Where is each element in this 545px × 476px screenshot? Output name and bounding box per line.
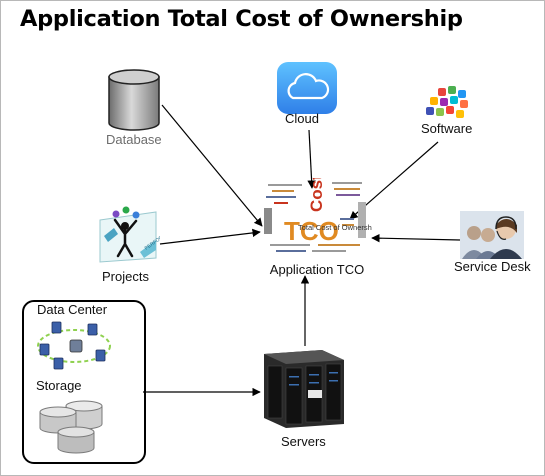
software-label: Software [421, 121, 473, 136]
data-center-icon [37, 321, 111, 370]
service-desk-icon [460, 211, 524, 259]
servers-icon [264, 350, 344, 428]
data-center-label: Data Center [37, 302, 108, 317]
diagram-title: Application Total Cost of Ownership [20, 6, 463, 32]
tco-node: Cost TCO Total Cost of Ownership [262, 174, 378, 265]
arrow-servicedesk-to-tco [371, 233, 461, 243]
projects-icon: PERFORMANCE [99, 206, 180, 263]
tco-big-word: TCO [284, 216, 339, 246]
cloud-icon [277, 62, 337, 114]
servers-label: Servers [281, 434, 326, 449]
software-node [424, 86, 472, 125]
storage-icon [39, 400, 103, 454]
storage-node [36, 398, 108, 461]
data-center-network [32, 318, 116, 379]
arrow-database-to-tco [161, 104, 263, 227]
software-icon [426, 86, 468, 118]
tco-side-word: Cost [307, 178, 326, 212]
database-label: Database [106, 132, 162, 147]
service-desk-node [460, 211, 524, 264]
cloud-label: Cloud [285, 111, 319, 126]
data-center-box [22, 300, 146, 464]
projects-node: PERFORMANCE [96, 206, 180, 271]
cloud-node [277, 62, 337, 119]
servers-node [258, 348, 348, 433]
projects-label: Projects [102, 269, 149, 284]
database-node [104, 68, 164, 139]
storage-label: Storage [36, 378, 82, 393]
tco-label: Application TCO [269, 262, 365, 277]
arrow-cloud-to-tco [307, 129, 316, 189]
arrow-projects-to-tco [159, 228, 261, 245]
tco-banner-text: Total Cost of Ownership [298, 223, 372, 232]
tco-word-cloud-icon: Cost TCO Total Cost of Ownership [264, 174, 378, 252]
database-icon [108, 69, 160, 131]
service-desk-label: Service Desk [454, 259, 531, 274]
